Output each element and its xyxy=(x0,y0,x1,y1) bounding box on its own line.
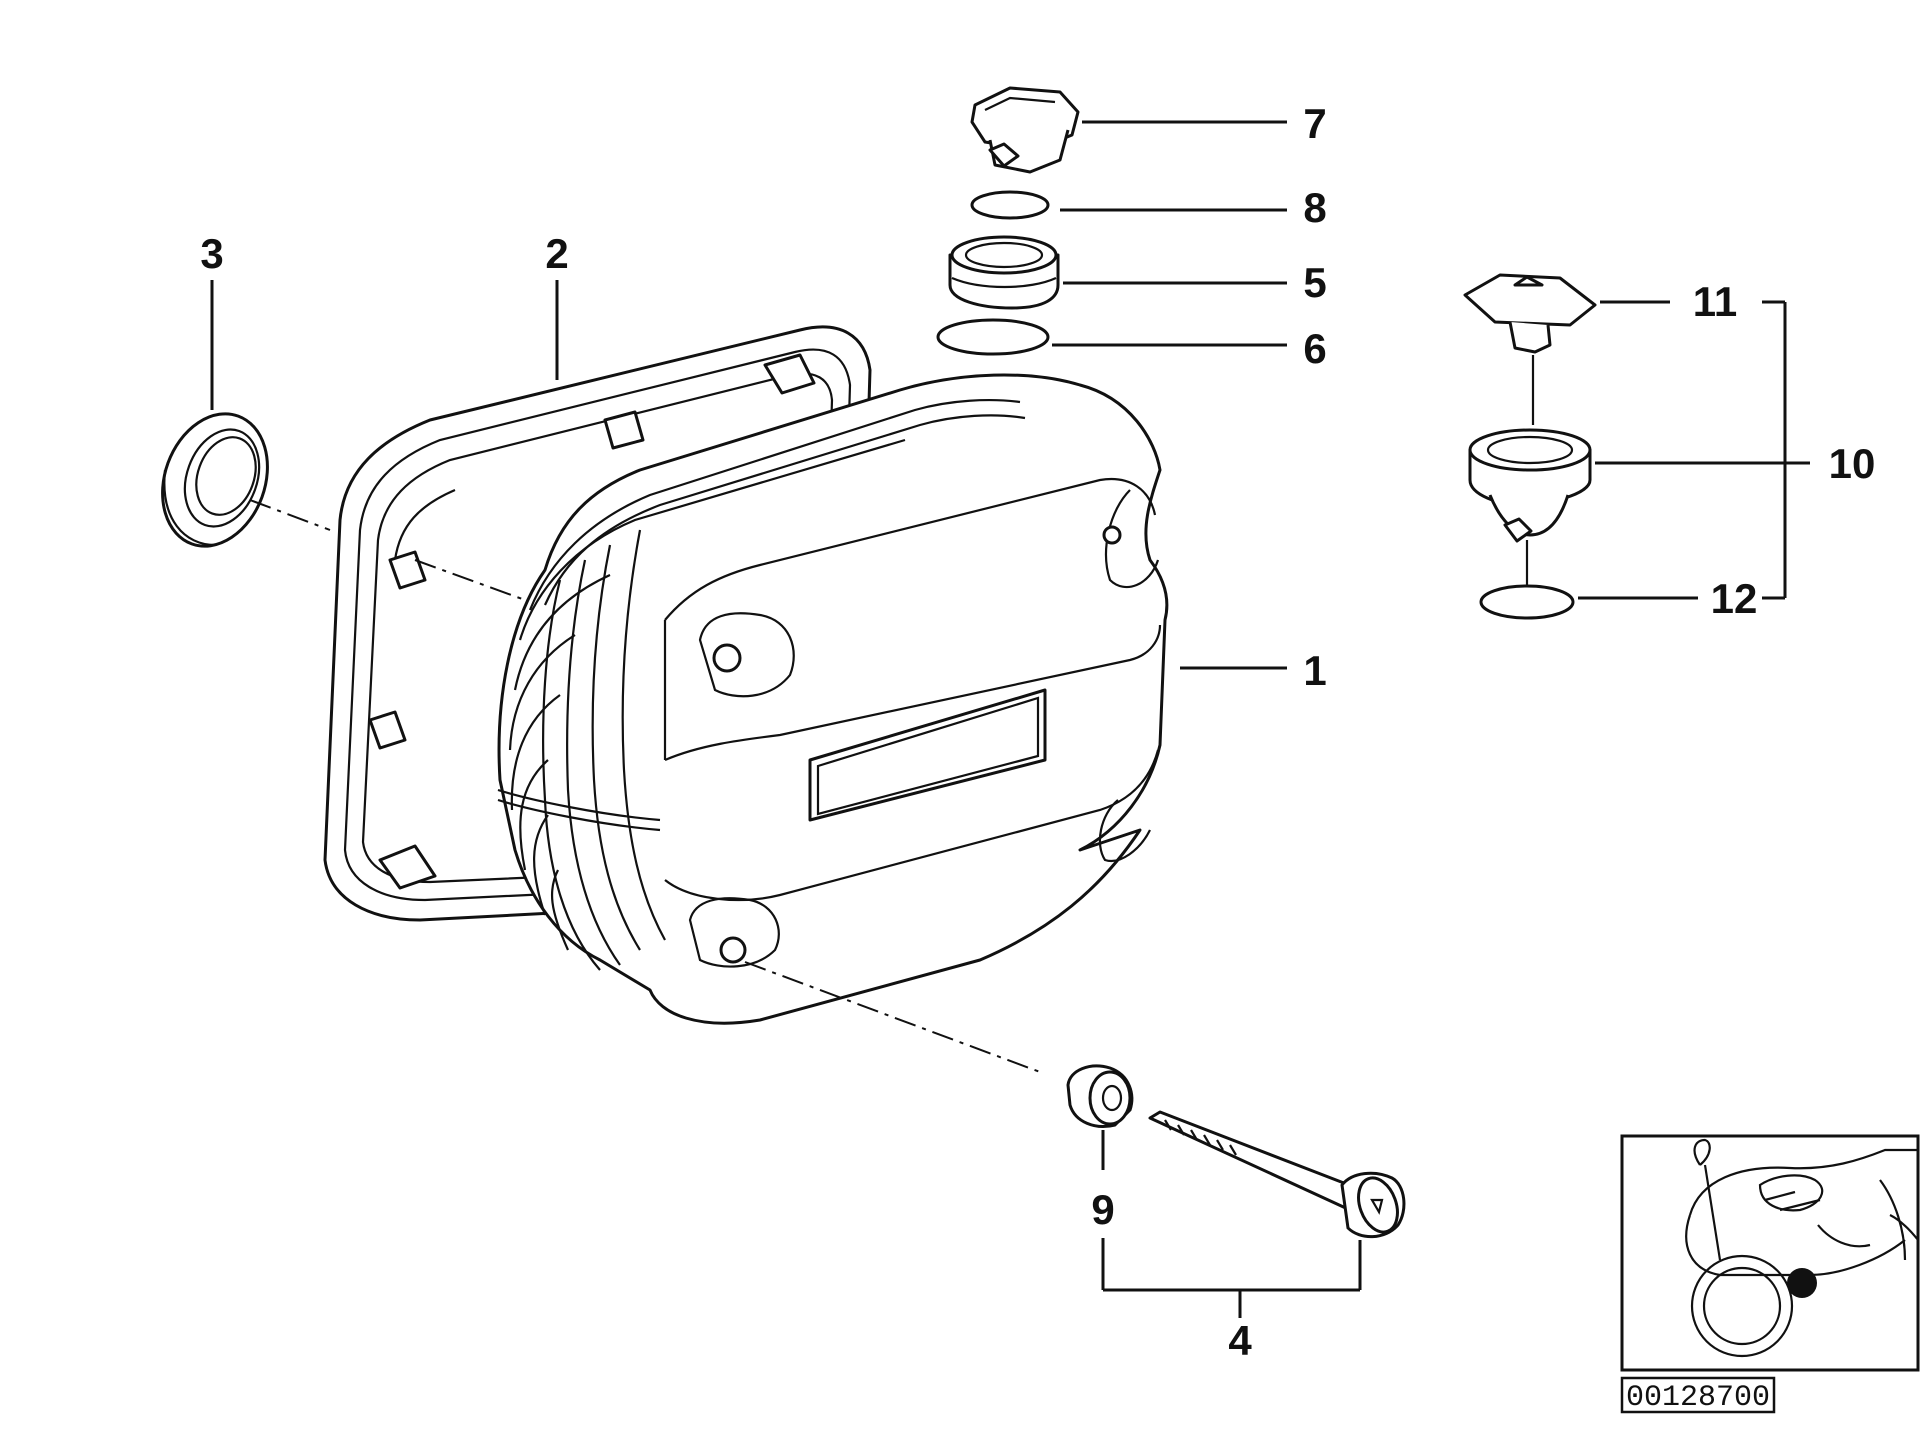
motorcycle-locator-inset xyxy=(1620,1134,1920,1372)
callout-11: 11 xyxy=(1693,278,1737,325)
callout-3: 3 xyxy=(200,230,223,277)
part-11-cap xyxy=(1463,273,1597,354)
part-1-valve-cover xyxy=(497,373,1169,1025)
part-4-bolt xyxy=(1148,1110,1406,1239)
part-8-o-ring xyxy=(970,190,1050,220)
reference-number: 00128700 xyxy=(1626,1381,1770,1415)
callout-8: 8 xyxy=(1303,184,1326,231)
location-marker-dot xyxy=(1787,1268,1817,1298)
leader-lines xyxy=(210,120,1810,1318)
part-3-seal-ring xyxy=(161,412,269,548)
callout-12: 12 xyxy=(1711,575,1758,622)
assembly-lines xyxy=(249,355,1535,1073)
callout-10: 10 xyxy=(1829,440,1876,487)
reference-number-box: 00128700 xyxy=(1620,1376,1776,1415)
part-10-filler-neck-assembly xyxy=(1468,428,1592,543)
callout-1: 1 xyxy=(1303,647,1326,694)
callout-9: 9 xyxy=(1091,1186,1114,1233)
part-9-grommet xyxy=(1066,1064,1134,1128)
callout-2: 2 xyxy=(545,230,568,277)
part-5-filler-neck xyxy=(948,235,1060,310)
callout-labels: 3 2 7 8 5 6 1 11 10 12 9 4 xyxy=(200,100,1875,1364)
part-7-oil-filler-cap xyxy=(970,86,1080,174)
part-6-o-ring xyxy=(936,318,1050,356)
callout-4: 4 xyxy=(1228,1317,1252,1364)
callout-7: 7 xyxy=(1303,100,1326,147)
callout-6: 6 xyxy=(1303,325,1326,372)
part-12-o-ring xyxy=(1479,584,1575,620)
callout-5: 5 xyxy=(1303,259,1326,306)
